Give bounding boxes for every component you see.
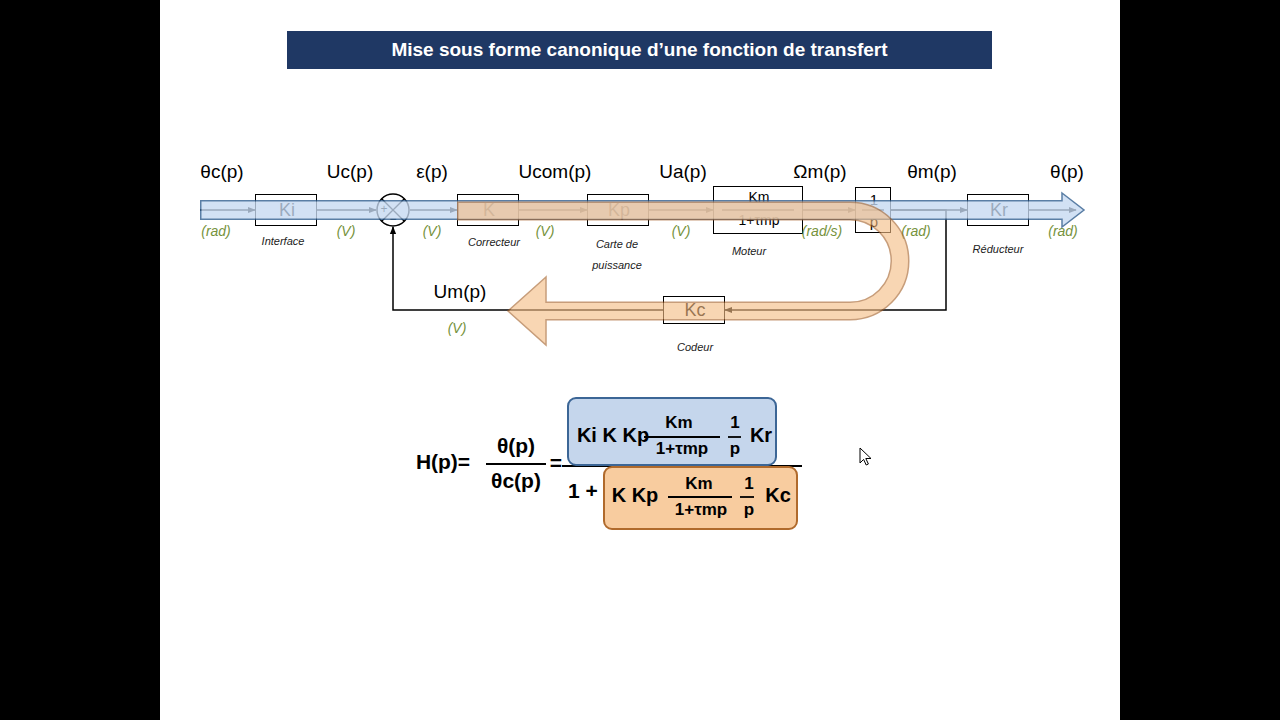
formula-term: Km [685, 475, 712, 494]
loop-path-highlight [457, 211, 900, 345]
unit-label: (V) [672, 224, 691, 239]
formula-term: p [730, 440, 740, 459]
formula-term: 1+τmp [675, 501, 727, 520]
motor-block: Km1+τmpMoteur [713, 186, 803, 234]
signal-arrow [725, 210, 946, 310]
unit-label: (rad/s) [802, 224, 842, 239]
unit-label: (V) [448, 321, 467, 336]
transfer-term: Km [749, 190, 770, 205]
signal-name: Ua(p) [659, 162, 707, 183]
junction-circle [377, 194, 409, 226]
block-gain: Kp [608, 201, 630, 221]
unit-label: (V) [423, 224, 442, 239]
transfer-term: 1 [870, 192, 878, 209]
block-caption: Codeur [677, 341, 713, 353]
band-arrow-head [508, 277, 546, 345]
gain-block: KiInterface [255, 194, 317, 226]
block-caption: Interface [262, 235, 305, 247]
formula-term: Kr [750, 424, 772, 446]
formula-term: Ki K Kp [577, 424, 649, 446]
signal-name: Uc(p) [327, 162, 373, 183]
mouse-cursor [860, 448, 871, 465]
unit-label: (V) [337, 224, 356, 239]
unit-label: (V) [536, 224, 555, 239]
signal-name: Um(p) [434, 282, 487, 303]
summing-junction: +− [376, 193, 410, 227]
sign-symbol: + [380, 203, 387, 216]
signal-arrow [410, 209, 457, 211]
unit-label: (rad) [901, 224, 931, 239]
formula-text: 1 + [568, 479, 598, 502]
signal-arrow [519, 209, 587, 211]
formula-term: p [744, 501, 754, 520]
integrator-block: 1p [855, 187, 891, 233]
input-wire [200, 209, 255, 211]
signal-name: θm(p) [907, 162, 957, 183]
formula-term: 1 [744, 475, 753, 494]
signal-name: Ucom(p) [519, 162, 592, 183]
unit-label: (rad) [1048, 224, 1078, 239]
formula-text: θc(p) [491, 469, 541, 492]
signal-arrow [803, 209, 855, 211]
block-caption: Correcteur [468, 236, 520, 248]
fraction-bar [486, 463, 546, 465]
loop-gain-box: K Kp Km 1+τmp 1 p Kc [603, 466, 798, 530]
transfer-term: 1+τmp [739, 213, 780, 228]
slide-title: Mise sous forme canonique d’une fonction… [287, 31, 992, 69]
reducer-block: KrRéducteur [967, 194, 1029, 226]
signal-name: ε(p) [416, 162, 448, 183]
band-arrow-head [1062, 193, 1084, 227]
forward-path-highlight [200, 193, 1084, 227]
block-gain: K [483, 201, 495, 221]
block-caption: Réducteur [973, 243, 1024, 255]
title-bar [287, 31, 992, 69]
signal-name: θ(p) [1050, 162, 1084, 183]
unit-label: (rad) [201, 224, 231, 239]
formula-term: 1+τmp [656, 440, 708, 459]
formula-term: Kc [765, 484, 791, 506]
block-gain: Ki [279, 201, 295, 221]
signal-arrow [393, 227, 663, 310]
slide-page [160, 0, 1120, 720]
block-caption: Carte de puissance [586, 234, 648, 276]
output-wire [1029, 209, 1076, 211]
sign-symbol: − [389, 213, 396, 226]
signal-name: θc(p) [200, 162, 243, 183]
corrector-block: KCorrecteur [457, 194, 519, 226]
formula-term: K Kp [612, 484, 659, 506]
formula-text: θ(p) [497, 434, 535, 457]
numerator-box: Ki K Kp Km 1+τmp 1 p Kr [567, 397, 777, 466]
transfer-term: p [870, 214, 878, 231]
formula-term: 1 [730, 414, 739, 433]
block-gain: Kc [684, 301, 705, 321]
block-gain: Kr [990, 201, 1008, 221]
encoder-block: KcCodeur [663, 296, 725, 324]
power-block: KpCarte de puissance [587, 194, 649, 226]
signal-name: Ωm(p) [793, 162, 846, 183]
formula-term: Km [665, 414, 692, 433]
signal-arrow [649, 209, 713, 211]
block-caption: Moteur [732, 245, 766, 257]
formula-text: H(p)= [416, 450, 470, 473]
signal-arrow [317, 209, 376, 211]
formula-text: = [550, 451, 562, 474]
